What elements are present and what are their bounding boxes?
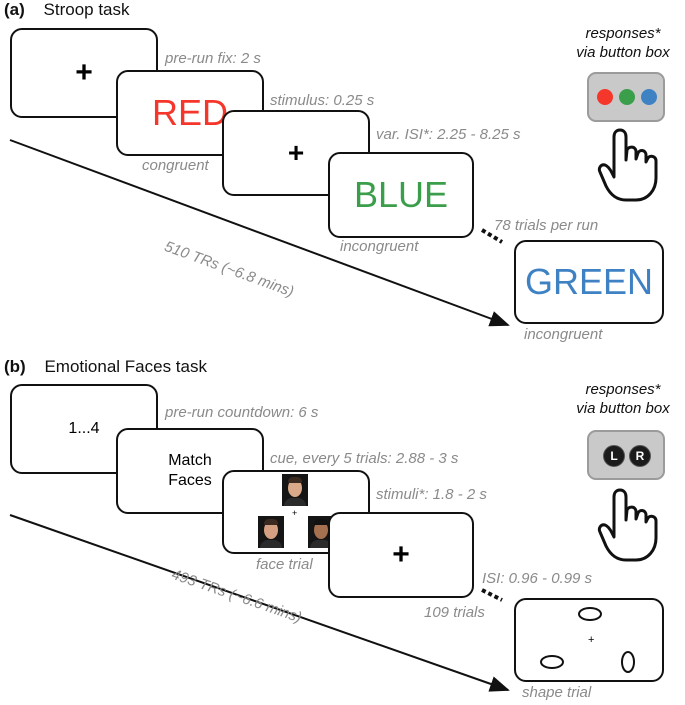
fixation-cross: + <box>292 508 298 518</box>
green-word-card: GREEN <box>514 240 664 324</box>
responses-line: via button box <box>576 44 670 61</box>
blue-button[interactable] <box>641 89 657 105</box>
panel-title: Stroop task <box>43 0 130 19</box>
isi-card: + <box>328 512 474 598</box>
responses-line: via button box <box>576 400 670 417</box>
timing-label: pre-run countdown: 6 s <box>165 404 319 421</box>
left-button[interactable]: L <box>603 445 625 467</box>
panel-title: Emotional Faces task <box>44 357 207 376</box>
hand-pointer-icon <box>597 488 658 562</box>
trial-type-label: incongruent <box>340 238 419 255</box>
cue-text: Faces <box>168 472 212 489</box>
panel-letter: (a) <box>4 0 25 19</box>
face-image <box>258 516 284 548</box>
panel-b-header: (b) Emotional Faces task <box>4 357 207 377</box>
trial-type-label: shape trial <box>522 684 592 701</box>
button-box: L R <box>587 430 665 480</box>
cue-text: Match <box>168 452 212 469</box>
stroop-dots <box>480 228 504 244</box>
responses-line: responses* <box>585 25 661 42</box>
shape-trial-card: + <box>514 598 664 682</box>
timing-label: ISI: 0.96 - 0.99 s <box>482 570 593 587</box>
trials-label: 109 trials <box>424 604 485 621</box>
trial-type-label: face trial <box>256 556 313 573</box>
faces-timeline-arrow <box>9 514 510 692</box>
color-word: BLUE <box>353 174 449 215</box>
stroop-timeline-arrow <box>9 139 510 327</box>
red-button[interactable] <box>597 89 613 105</box>
timing-label: cue, every 5 trials: 2.88 - 3 s <box>270 450 459 467</box>
blue-word-card: BLUE <box>328 152 474 238</box>
countdown-text: 1...4 <box>68 420 100 437</box>
right-button[interactable]: R <box>629 445 651 467</box>
face-image <box>282 474 308 506</box>
panel-letter: (b) <box>4 357 26 376</box>
fixation-cross: + <box>75 56 93 89</box>
timing-label: stimuli*: 1.8 - 2 s <box>376 486 487 503</box>
fixation-cross: + <box>287 137 305 168</box>
color-word: GREEN <box>524 261 654 302</box>
timing-label: pre-run fix: 2 s <box>165 50 261 67</box>
trials-per-run-label: 78 trials per run <box>494 217 599 234</box>
shape-stimuli <box>540 607 635 673</box>
panel-a-header: (a) Stroop task <box>4 0 130 20</box>
fixation-cross: + <box>588 634 595 646</box>
hand-pointer-icon <box>597 128 658 202</box>
green-button[interactable] <box>619 89 635 105</box>
color-word: RED <box>151 92 228 133</box>
fixation-cross: + <box>392 538 410 571</box>
responses-line: responses* <box>585 381 661 398</box>
trial-type-label: congruent <box>142 157 209 174</box>
responses-caption: responses* via button box <box>568 380 678 418</box>
timing-label: var. ISI*: 2.25 - 8.25 s <box>376 126 521 143</box>
faces-dots <box>481 588 503 602</box>
trial-type-label: incongruent <box>524 326 603 343</box>
responses-caption: responses* via button box <box>568 24 678 62</box>
timing-label: stimulus: 0.25 s <box>270 92 375 109</box>
button-box <box>587 72 665 122</box>
